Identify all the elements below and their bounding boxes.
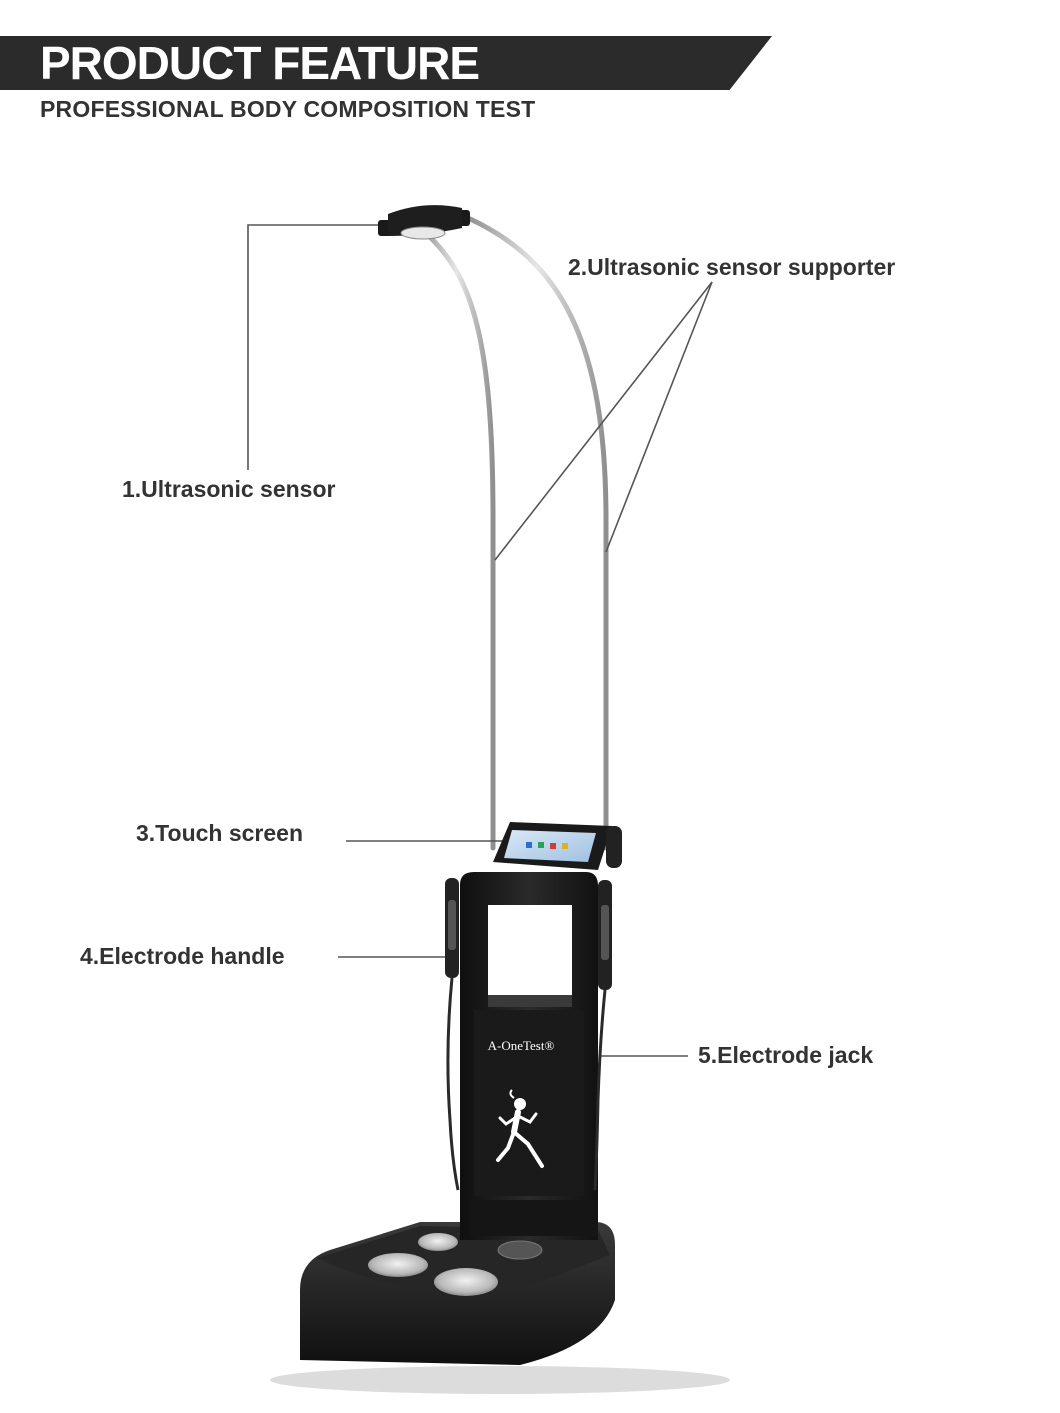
page-subtitle: PROFESSIONAL BODY COMPOSITION TEST xyxy=(40,96,536,122)
foot-pad-front-left xyxy=(368,1253,428,1277)
callout-electrode-jack: 5.Electrode jack xyxy=(698,1042,874,1068)
callout-ultrasonic-sensor: 1.Ultrasonic sensor xyxy=(122,476,336,502)
callout-electrode-handle: 4.Electrode handle xyxy=(80,943,285,969)
base-platform xyxy=(270,1222,730,1394)
runner-icon xyxy=(496,1089,544,1168)
sensor-supporter-rods xyxy=(417,215,609,851)
speaker-grille xyxy=(497,1240,543,1260)
foot-pad-front-right xyxy=(434,1268,498,1296)
title-banner xyxy=(0,36,772,90)
page-title: PRODUCT FEATURE xyxy=(40,37,480,89)
brand-logo: A-OneTest® xyxy=(488,1038,555,1053)
foot-pad-rear-left xyxy=(418,1233,458,1251)
device-column xyxy=(460,872,598,1240)
touch-screen-unit xyxy=(493,822,622,870)
ultrasonic-sensor-head xyxy=(378,205,470,240)
callout-sensor-supporter: 2.Ultrasonic sensor supporter xyxy=(568,254,896,280)
electrode-handles xyxy=(445,878,612,1191)
callout-touch-screen: 3.Touch screen xyxy=(136,820,304,846)
callout-leader-lines xyxy=(247,224,713,1057)
